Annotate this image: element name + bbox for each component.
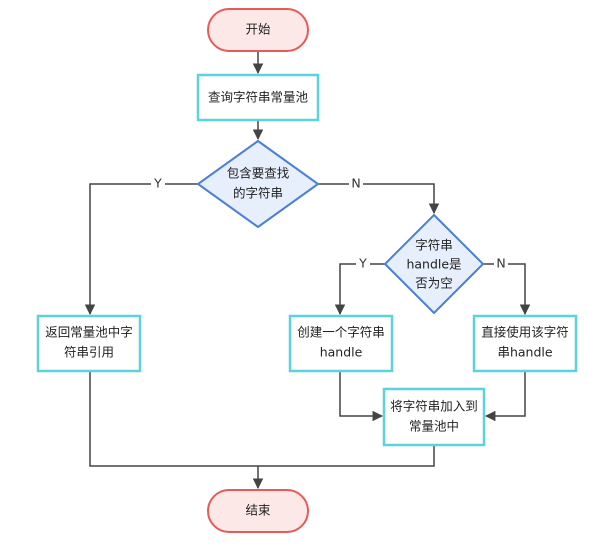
create-string-label-line1: 创建一个字符串	[297, 325, 385, 340]
edge-add-to-merge	[258, 445, 435, 467]
edge-use-to-add	[484, 371, 526, 422]
use-string-label-line2: 串handle	[497, 345, 552, 360]
query-pool-node: 查询字符串常量池	[196, 73, 320, 122]
handle-empty-label-line1: 字符串	[415, 238, 453, 253]
add-to-pool-label-line1: 将字符串加入到	[390, 399, 478, 414]
create-string-node: 创建一个字符串 handle	[288, 314, 394, 373]
contains-string-label-line1: 包含要查找	[227, 166, 290, 181]
handle-empty-decision: 字符串 handle是 否为空	[383, 213, 485, 315]
edge-create-to-add	[339, 371, 384, 422]
start-node: 开始	[207, 8, 309, 52]
edge-label-contains-yes: Y	[153, 176, 162, 191]
return-ref-label-line1: 返回常量池中字	[45, 325, 133, 340]
edge-labels: Y N Y N	[151, 176, 508, 272]
edge-contains-yes	[84, 183, 198, 316]
add-to-pool-label-line2: 常量池中	[409, 419, 459, 434]
use-string-label-line1: 直接使用该字符	[481, 325, 569, 340]
end-node: 结束	[207, 489, 309, 533]
edge-return-to-merge	[89, 371, 258, 467]
start-label: 开始	[245, 22, 271, 37]
handle-empty-label-line3: 否为空	[415, 276, 453, 291]
edge-label-contains-no: N	[351, 176, 360, 191]
return-ref-node: 返回常量池中字 符串引用	[36, 314, 142, 373]
handle-empty-label-line2: handle是	[406, 257, 462, 272]
use-string-node: 直接使用该字符 串handle	[472, 314, 578, 373]
edge-contains-no	[318, 183, 440, 215]
return-ref-label-line2: 符串引用	[64, 345, 114, 360]
contains-string-decision: 包含要查找 的字符串	[196, 139, 320, 229]
add-to-pool-node: 将字符串加入到 常量池中	[382, 387, 486, 447]
edge-label-empty-no: N	[496, 256, 505, 271]
create-string-label-line2: handle	[320, 345, 363, 360]
end-label: 结束	[245, 503, 271, 518]
query-pool-label: 查询字符串常量池	[208, 90, 309, 105]
contains-string-label-line2: 的字符串	[233, 186, 283, 201]
edge-label-empty-yes: Y	[358, 256, 367, 271]
